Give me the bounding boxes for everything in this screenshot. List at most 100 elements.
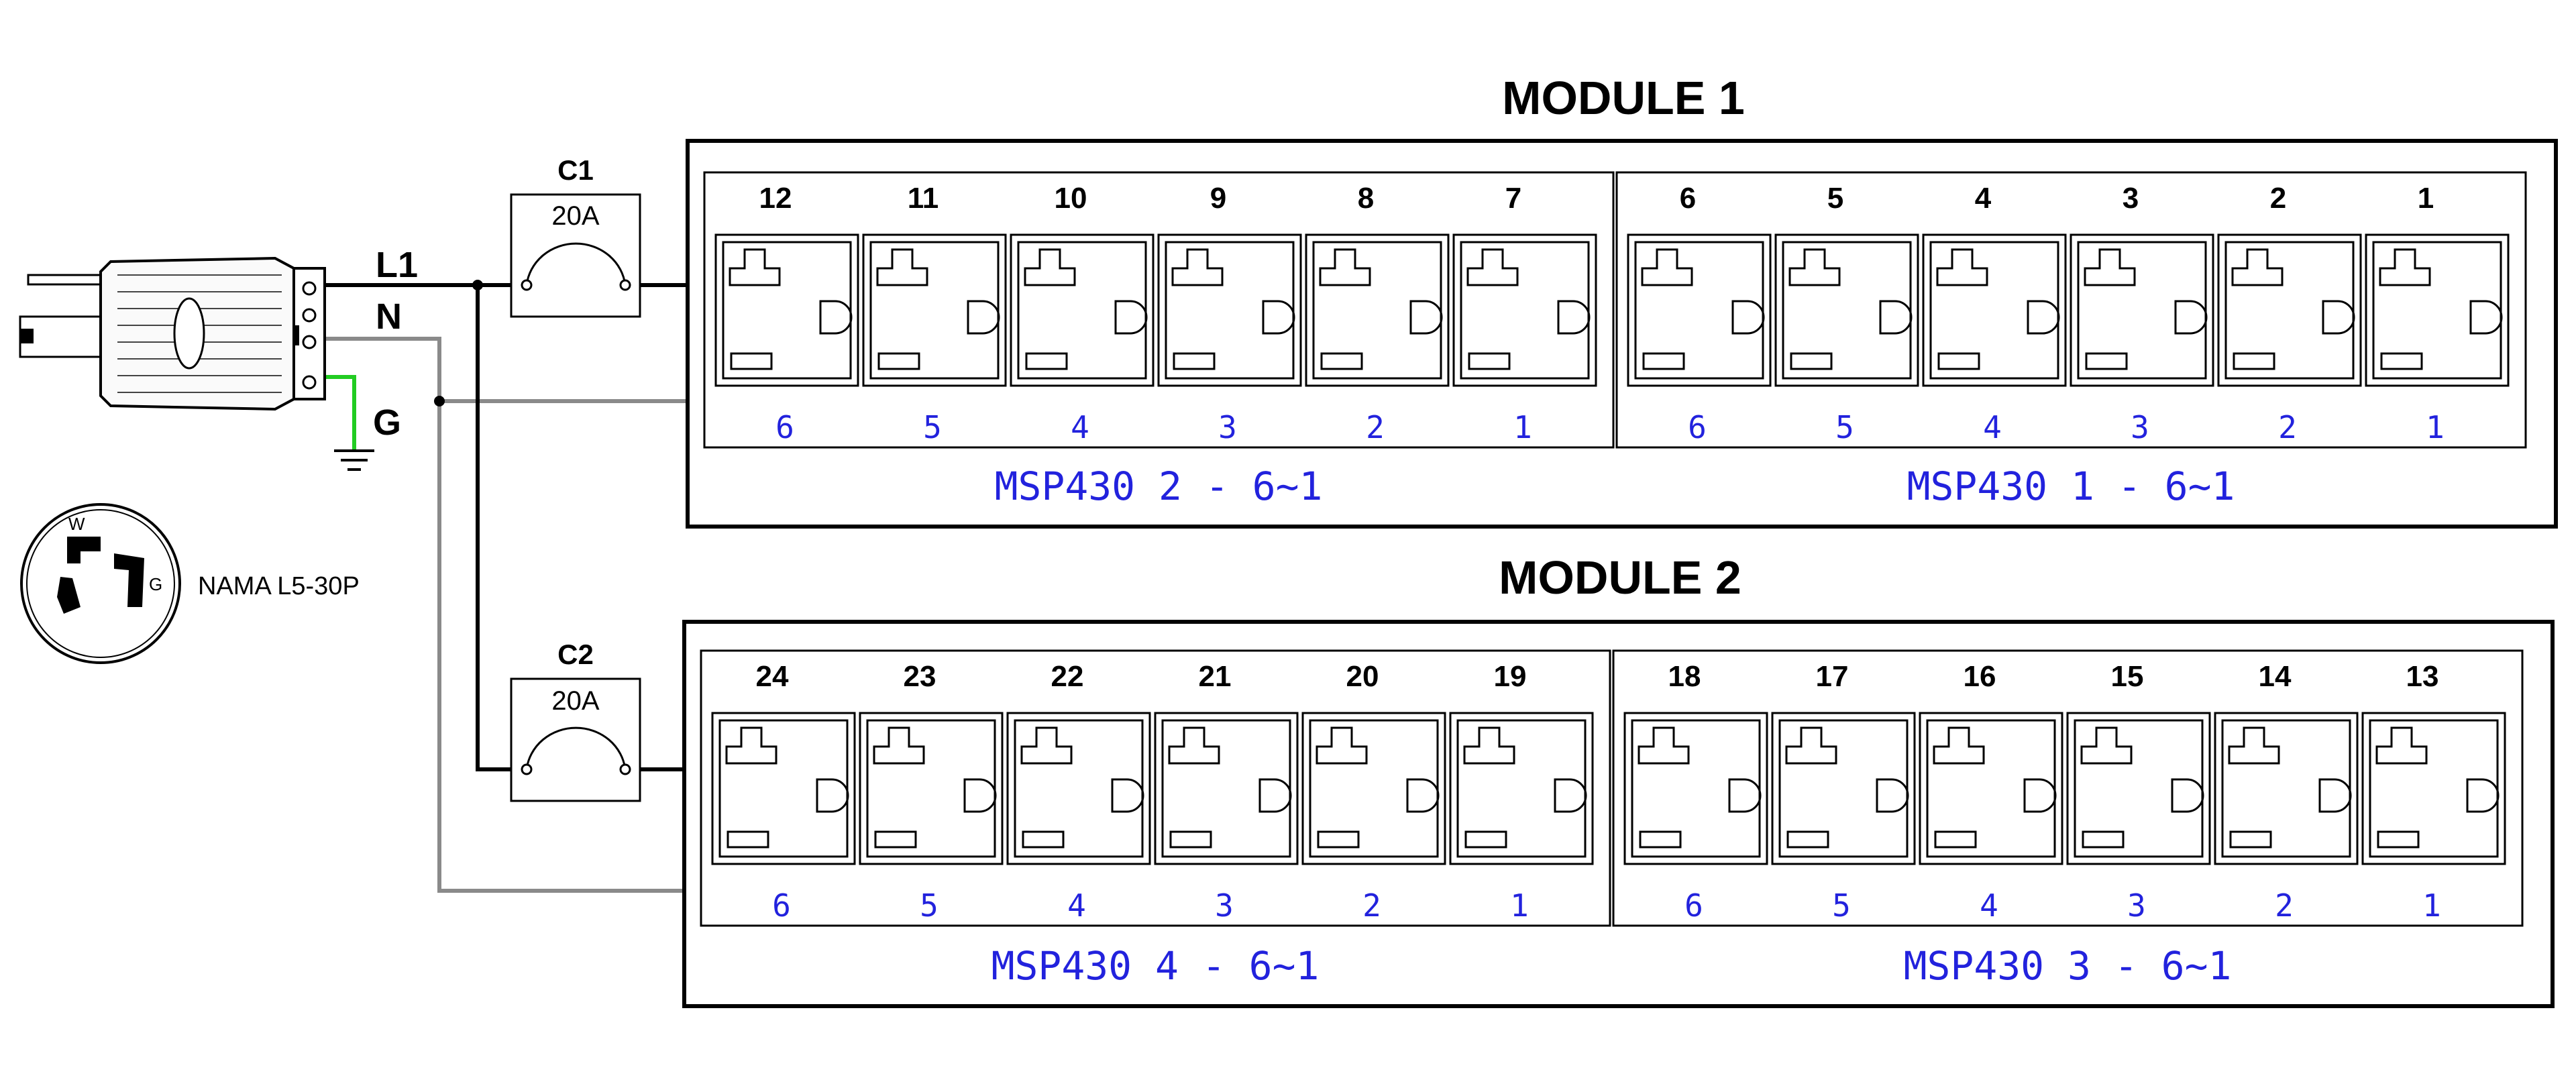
outlet-22: 22 4 [1006,660,1151,924]
outlet-21: 21 3 [1154,660,1299,924]
plug-face-icon: W G [20,503,181,664]
outlet-number: 17 [1816,660,1849,693]
outlet-number: 21 [1199,660,1232,693]
outlet-8: 8 2 [1305,182,1450,445]
port-number: 6 [1688,409,1707,445]
group-label: MSP430 3 - 6~1 [1904,943,2232,989]
wire-label-l1: L1 [376,245,418,285]
outlet-4: 4 4 [1922,182,2067,445]
outlet-number: 7 [1505,182,1521,215]
outlet-number: 6 [1680,182,1696,215]
outlet-number: 3 [2123,182,2139,215]
module-2-title: MODULE 2 [1499,551,1741,604]
port-number: 3 [2131,409,2149,445]
outlet-9: 9 3 [1157,182,1302,445]
module-1: MODULE 1 12 6 11 5 [686,72,2558,529]
port-number: 3 [1218,409,1237,445]
port-number: 4 [1071,409,1089,445]
outlet-number: 22 [1051,660,1084,693]
svg-text:W: W [68,514,85,534]
outlet-number: 15 [2111,660,2144,693]
port-number: 5 [923,409,942,445]
group-label: MSP430 1 - 6~1 [1907,463,2235,509]
outlet-1: 1 1 [2365,182,2510,445]
ground-wire [325,375,356,451]
breaker-c1-rating: 20A [551,201,599,231]
neutral-junction-dot [434,396,445,406]
outlet-12: 12 6 [714,182,859,445]
outlet-23: 23 5 [859,660,1004,924]
outlet-2: 2 2 [2217,182,2362,445]
port-number: 1 [2426,409,2445,445]
group-label: MSP430 4 - 6~1 [991,943,1320,989]
outlet-15: 15 3 [2066,660,2211,924]
outlet-20: 20 2 [1301,660,1446,924]
outlet-number: 2 [2270,182,2286,215]
port-number: 1 [1510,887,1529,924]
outlet-number: 13 [2406,660,2439,693]
outlet-14: 14 2 [2214,660,2359,924]
breaker-c2-rating: 20A [551,686,599,716]
port-number: 5 [1835,409,1854,445]
port-number: 4 [1067,887,1086,924]
port-number: 5 [920,887,938,924]
wire-label-n: N [376,296,402,337]
outlet-6: 6 6 [1627,182,1772,445]
port-number: 3 [1215,887,1234,924]
outlet-number: 10 [1055,182,1087,215]
module-1-group-a: 12 6 11 5 10 [703,171,1615,509]
outlet-number: 18 [1668,660,1701,693]
outlet-number: 5 [1827,182,1843,215]
outlet-3: 3 3 [2070,182,2214,445]
module-2: MODULE 2 24 6 23 5 [682,551,2555,1008]
svg-text:G: G [149,574,162,594]
outlet-7: 7 1 [1452,182,1597,445]
port-number: 2 [1362,887,1381,924]
port-number: 4 [1983,409,2002,445]
module-1-group-b: 6 6 5 5 4 [1615,171,2527,509]
breaker-c2: C2 20A [510,639,641,802]
breaker-c2-name: C2 [557,639,594,670]
outlet-5: 5 5 [1774,182,1919,445]
port-number: 5 [1832,887,1851,924]
outlet-number: 14 [2259,660,2292,693]
port-number: 6 [1684,887,1703,924]
outlet-number: 16 [1964,660,1996,693]
outlet-10: 10 4 [1010,182,1155,445]
port-number: 2 [1366,409,1385,445]
port-number: 1 [1513,409,1532,445]
port-number: 3 [2127,887,2146,924]
port-number: 1 [2422,887,2441,924]
module-2-group-a: 24 6 23 5 22 [700,649,1611,989]
port-number: 6 [775,409,794,445]
outlet-number: 1 [2418,182,2434,215]
outlet-11: 11 5 [862,182,1007,445]
outlet-number: 19 [1494,660,1527,693]
port-number: 2 [2275,887,2294,924]
outlet-19: 19 1 [1449,660,1594,924]
wire-label-g: G [373,402,401,443]
outlet-number: 24 [756,660,789,693]
ground-symbol-icon [334,449,374,471]
outlet-24: 24 6 [711,660,856,924]
plug-type-label: NAMA L5-30P [198,572,360,600]
outlet-number: 11 [908,182,939,215]
outlet-number: 9 [1210,182,1226,215]
l1-junction-dot [472,280,483,290]
outlet-16: 16 4 [1919,660,2063,924]
outlet-number: 23 [904,660,936,693]
neutral-wire [325,337,684,893]
outlet-number: 20 [1346,660,1379,693]
port-number: 4 [1980,887,1998,924]
port-number: 2 [2278,409,2297,445]
outlet-number: 4 [1975,182,1992,215]
port-number: 6 [772,887,791,924]
outlet-13: 13 1 [2361,660,2506,924]
module-1-title: MODULE 1 [1502,72,1745,124]
breaker-c1: C1 20A [510,154,641,318]
twist-lock-plug-icon [19,256,326,411]
outlet-number: 12 [759,182,792,215]
group-label: MSP430 2 - 6~1 [995,463,1323,509]
outlet-18: 18 6 [1623,660,1768,924]
